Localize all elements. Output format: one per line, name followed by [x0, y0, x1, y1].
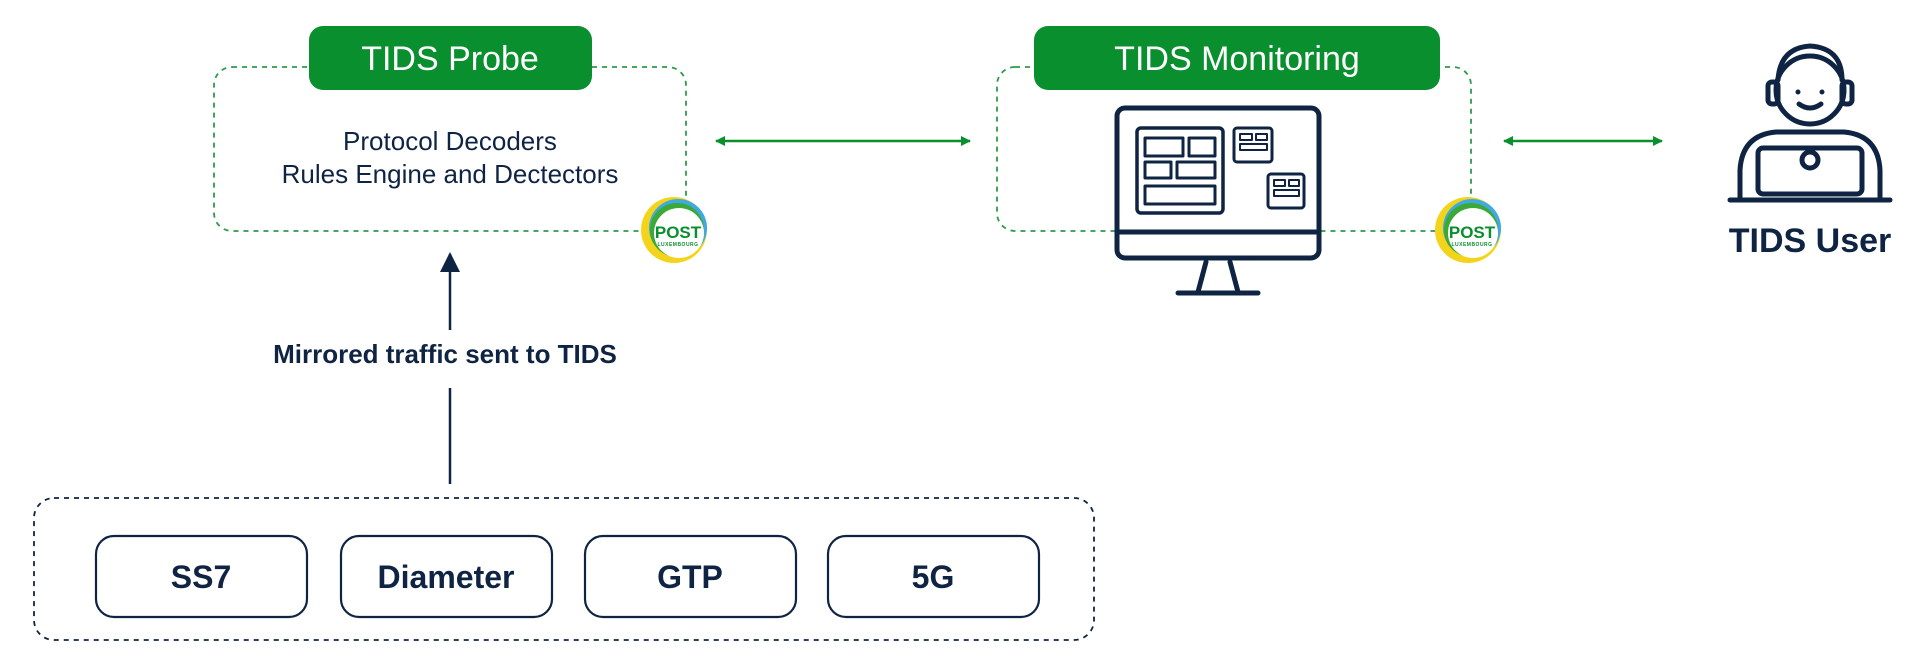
protocols-dashed-frame — [33, 497, 1095, 641]
protocol-label: Diameter — [378, 559, 515, 595]
protocol-diameter: Diameter — [339, 534, 554, 619]
post-logo-probe: POST LUXEMBOURG — [641, 197, 707, 263]
user-label: TIDS User — [1729, 222, 1892, 260]
monitoring-title: TIDS Monitoring — [1114, 40, 1360, 78]
traffic-label: Mirrored traffic sent to TIDS — [273, 339, 617, 369]
protocol-label: 5G — [912, 559, 955, 595]
probe-line-2: Rules Engine and Dectectors — [282, 159, 619, 189]
probe-title: TIDS Probe — [361, 40, 539, 78]
protocol-label: SS7 — [171, 559, 231, 595]
monitor-dashboard-icon — [1114, 105, 1322, 296]
probe-title-pill — [309, 26, 592, 90]
logo-text: POST — [1449, 223, 1496, 242]
logo-subtext: LUXEMBOURG — [1451, 242, 1492, 248]
protocol-gtp: GTP — [583, 534, 798, 619]
user-laptop-icon — [1727, 43, 1893, 203]
probe-line-1: Protocol Decoders — [343, 126, 557, 156]
protocol-label: GTP — [657, 559, 723, 595]
protocol-ss7: SS7 — [94, 534, 309, 619]
post-logo-monitoring: POST LUXEMBOURG — [1435, 197, 1501, 263]
logo-subtext: LUXEMBOURG — [657, 242, 698, 248]
monitoring-title-pill — [1034, 26, 1440, 90]
logo-text: POST — [655, 223, 702, 242]
protocol-5g: 5G — [826, 534, 1041, 619]
probe-group: TIDS Probe Protocol Decoders Rules Engin… — [213, 26, 687, 232]
